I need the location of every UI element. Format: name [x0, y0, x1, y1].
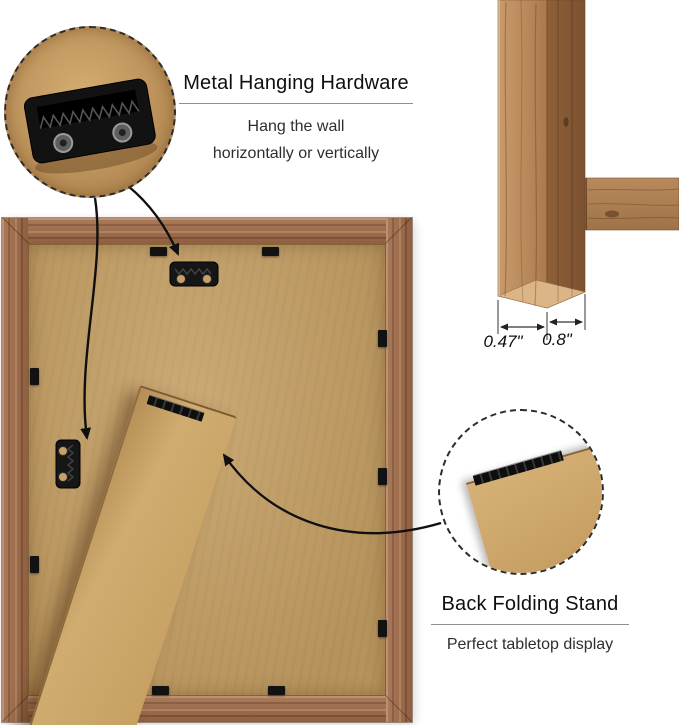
- frame-rail-right: [386, 218, 412, 722]
- divider: [179, 103, 413, 104]
- hanging-hardware-desc-line1: Hang the wall: [247, 118, 345, 135]
- stand-board-closeup: [466, 425, 602, 573]
- retainer-clip: [150, 247, 167, 256]
- folding-stand-inset: [438, 409, 604, 575]
- sawtooth-hanger-side-icon: [50, 438, 84, 490]
- picture-frame-back: [2, 217, 412, 725]
- retainer-clip: [378, 620, 387, 637]
- sawtooth-hanger-icon: [169, 261, 219, 287]
- frame-rail-top: [2, 218, 412, 244]
- divider: [431, 624, 629, 625]
- frame-corner-sample: [497, 0, 679, 309]
- sawtooth-hanger-top-icon: [168, 258, 220, 292]
- retainer-clip: [378, 330, 387, 347]
- hanging-hardware-inset: [4, 26, 176, 198]
- retainer-clip: [30, 556, 39, 573]
- retainer-clip: [152, 686, 169, 695]
- hanging-hardware-title: Metal Hanging Hardware: [183, 72, 409, 94]
- frame-rail-left: [2, 218, 28, 722]
- retainer-clip: [262, 247, 279, 256]
- depth-dimension-label: 0.47": [483, 332, 523, 351]
- retainer-clip: [30, 368, 39, 385]
- width-dimension-label: 0.8": [542, 330, 572, 349]
- folding-stand-desc-line1: Perfect tabletop display: [446, 636, 614, 653]
- hanging-hardware-desc-line2: horizontally or vertically: [212, 145, 380, 162]
- sawtooth-hanger-icon: [55, 439, 81, 489]
- retainer-clip: [378, 468, 387, 485]
- retainer-clip: [268, 686, 285, 695]
- folding-stand-title: Back Folding Stand: [441, 593, 619, 615]
- sawtooth-hanger-large-icon: [23, 78, 158, 174]
